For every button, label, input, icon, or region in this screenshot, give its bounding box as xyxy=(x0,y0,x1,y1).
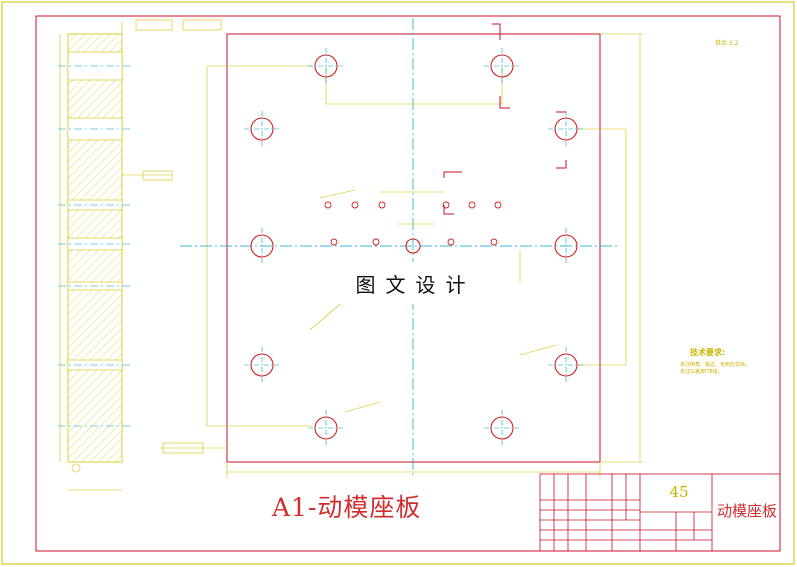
plan-view xyxy=(160,18,644,478)
technical-requirements-title: 技术要求: xyxy=(690,348,726,357)
technical-note: 未注倒角、锐边、毛刺应去除。 xyxy=(680,362,751,368)
drawing-border xyxy=(35,15,781,552)
watermark-text: 图文设计 xyxy=(355,272,476,297)
large-holes xyxy=(250,54,578,440)
title-block xyxy=(539,473,781,552)
title-block-material: 45 xyxy=(669,483,689,501)
watermark: 图文设计 xyxy=(308,262,513,304)
title-block-part-name: 动模座板 xyxy=(716,502,777,520)
technical-requirements-notes: 未注倒角、锐边、毛刺应去除。 未注公差按IT8级。 xyxy=(680,362,775,376)
technical-note: 未注公差按IT8级。 xyxy=(680,369,723,375)
plate-outline xyxy=(226,33,601,463)
drawing-caption: A1-动模座板 xyxy=(272,493,422,522)
side-section-view xyxy=(58,19,222,491)
roughness-note: 其余 3.2 xyxy=(715,40,739,47)
